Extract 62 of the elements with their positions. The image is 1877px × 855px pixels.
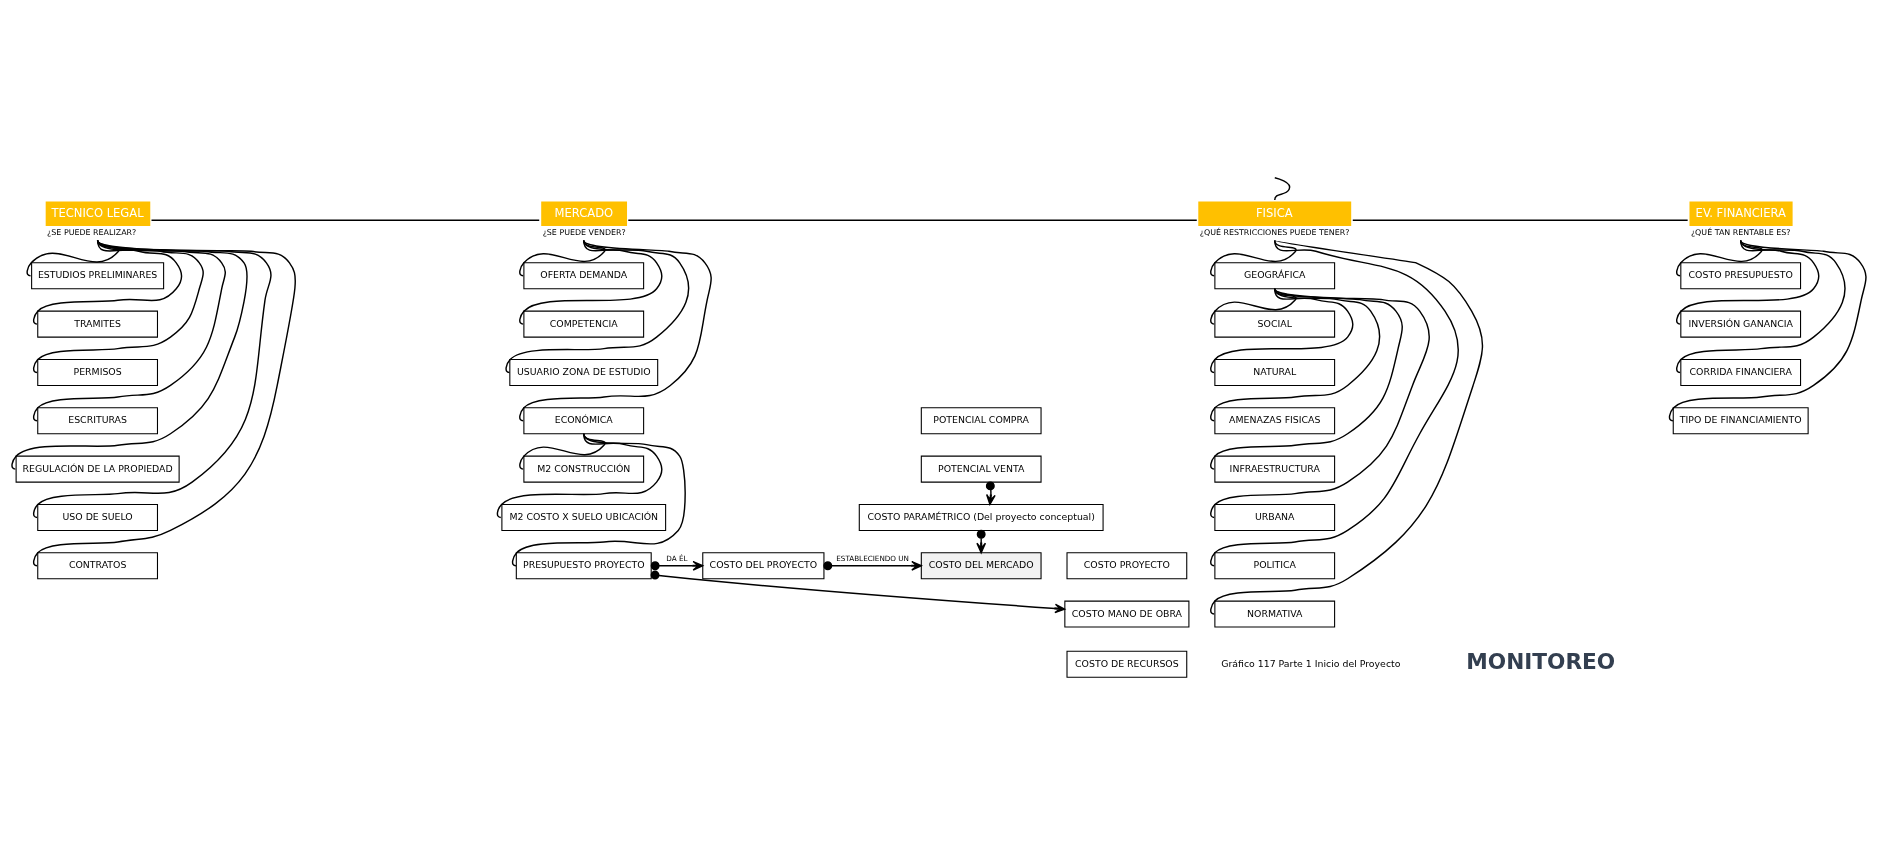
connector: [10, 239, 248, 470]
connector: [1273, 176, 1290, 201]
connector: [511, 432, 686, 566]
node-box: URBANA: [1213, 503, 1335, 531]
node-box: COMPETENCIA: [522, 310, 644, 338]
arrow: [650, 570, 1065, 613]
node-box: EV. FINANCIERA: [1688, 201, 1793, 226]
node-box: AMENAZAS FISICAS: [1213, 406, 1335, 434]
connector: [1675, 239, 1846, 373]
node-box: COSTO DE RECURSOS: [1065, 650, 1187, 678]
node-box: OFERTA DEMANDA: [522, 261, 644, 289]
node-box: CORRIDA FINANCIERA: [1679, 358, 1801, 386]
node-box: INFRAESTRUCTURA: [1213, 455, 1335, 483]
node-box: NORMATIVA: [1213, 600, 1335, 628]
connector: [1668, 239, 1867, 421]
arrow: [975, 529, 986, 553]
connector: [518, 239, 712, 421]
connector: [1351, 219, 1688, 221]
node-box: COSTO DEL PROYECTO: [701, 551, 824, 579]
node-box: PRESUPUESTO PROYECTO: [515, 551, 652, 579]
label: MONITOREO: [1465, 648, 1615, 674]
node-box: ECONÓMICA: [522, 406, 644, 434]
node-box: CONTRATOS: [36, 551, 158, 579]
node-box: COSTO PARAMÉTRICO (Del proyecto conceptual): [858, 503, 1104, 531]
node-box: M2 CONSTRUCCIÓN: [522, 455, 644, 483]
connector: [504, 239, 689, 373]
node-box: COSTO DEL MERCADO: [920, 551, 1042, 579]
edge-label: DA ÉL: [665, 553, 688, 563]
node-box: FISICA: [1197, 201, 1351, 226]
node-box: GEOGRÁFICA: [1213, 261, 1335, 289]
connector: [1209, 287, 1403, 470]
node-box: SOCIAL: [1213, 310, 1335, 338]
node-box: TIPO DE FINANCIAMIENTO: [1672, 406, 1809, 434]
node-box: TECNICO LEGAL: [45, 201, 150, 226]
node-box: USUARIO ZONA DE ESTUDIO: [508, 358, 658, 386]
node-box: COSTO MANO DE OBRA: [1063, 600, 1189, 628]
node-box: POTENCIAL COMPRA: [920, 406, 1042, 434]
node-box: COSTO PROYECTO: [1065, 551, 1187, 579]
node-box: TRAMITES: [36, 310, 158, 338]
arrow: [822, 560, 922, 571]
arrow: [650, 560, 703, 571]
arrow: [985, 480, 996, 505]
node-box: PERMISOS: [36, 358, 158, 386]
node-box: MERCADO: [540, 201, 627, 226]
label: Gráfico 117 Parte 1 Inicio del Proyecto: [1220, 657, 1400, 669]
connector: [1209, 239, 1459, 566]
connector: [150, 219, 540, 221]
node-box: COSTO PRESUPUESTO: [1679, 261, 1801, 289]
node-box: POTENCIAL VENTA: [920, 455, 1042, 483]
connector: [627, 219, 1197, 221]
node-box: ESCRITURAS: [36, 406, 158, 434]
connector: [1209, 287, 1380, 421]
node-box: M2 COSTO X SUELO UBICACIÓN: [500, 503, 666, 531]
node-box: USO DE SUELO: [36, 503, 158, 531]
node-box: NATURAL: [1213, 358, 1335, 386]
connector: [1209, 239, 1483, 615]
node-box: POLITICA: [1213, 551, 1335, 579]
edge-label: ESTABLECIENDO UN: [835, 553, 909, 563]
node-box: INVERSIÓN GANANCIA: [1679, 310, 1801, 338]
node-box: REGULACIÓN DE LA PROPIEDAD: [15, 455, 180, 483]
node-box: ESTUDIOS PRELIMINARES: [30, 261, 164, 289]
connector: [1209, 287, 1430, 518]
